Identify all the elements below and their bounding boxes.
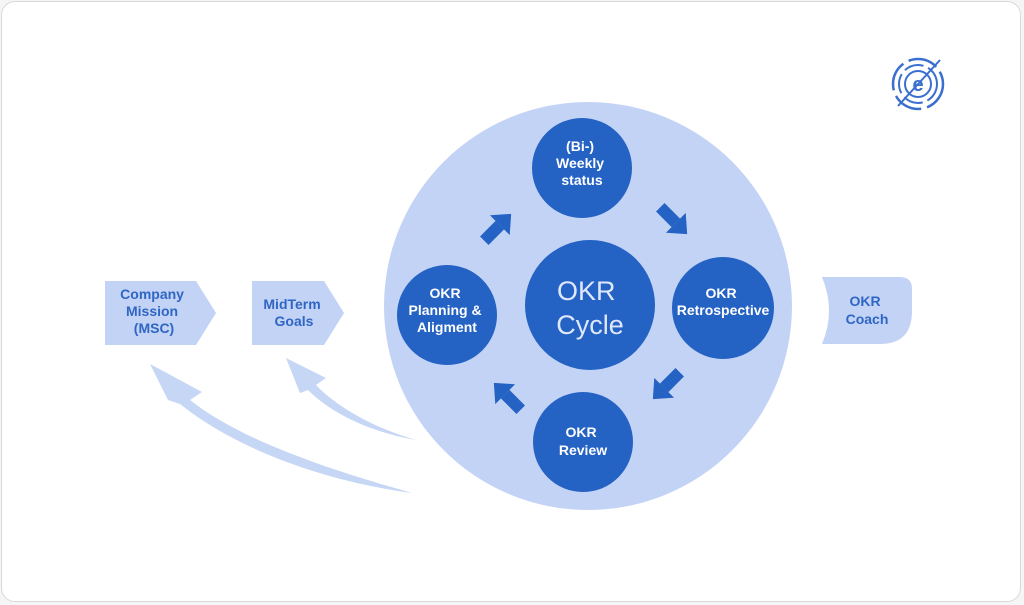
company-mission-label: Company Mission (MSC) <box>120 286 188 336</box>
okr-cycle-center-node <box>525 240 655 370</box>
okr-coach-label: OKR Coach <box>846 293 889 327</box>
e-logo-icon: e <box>891 57 945 111</box>
review-node <box>533 392 633 492</box>
okr-coach-shape <box>822 277 912 344</box>
arrow-weekly-to-retrospective <box>656 203 688 235</box>
planning-label: OKR Planning & Aligment <box>408 285 485 335</box>
arrow-retrospective-to-review <box>652 368 684 400</box>
arrow-review-to-planning <box>493 382 525 414</box>
svg-text:e: e <box>912 74 923 96</box>
retrospective-label: OKR Retrospective <box>677 285 770 318</box>
okr-cycle-center-label: OKR Cycle <box>556 276 624 340</box>
midterm-goals-label: MidTerm Goals <box>263 296 324 329</box>
company-mission-shape <box>105 281 216 345</box>
review-label: OKR Review <box>559 424 607 458</box>
planning-node <box>397 265 497 365</box>
weekly-status-label: (Bi-) Weekly status <box>556 138 608 188</box>
weekly-status-node <box>532 118 632 218</box>
back-arrow-to-midterm <box>286 358 416 440</box>
midterm-goals-shape <box>252 281 344 345</box>
arrow-planning-to-weekly <box>480 213 512 245</box>
retrospective-node <box>672 257 774 359</box>
